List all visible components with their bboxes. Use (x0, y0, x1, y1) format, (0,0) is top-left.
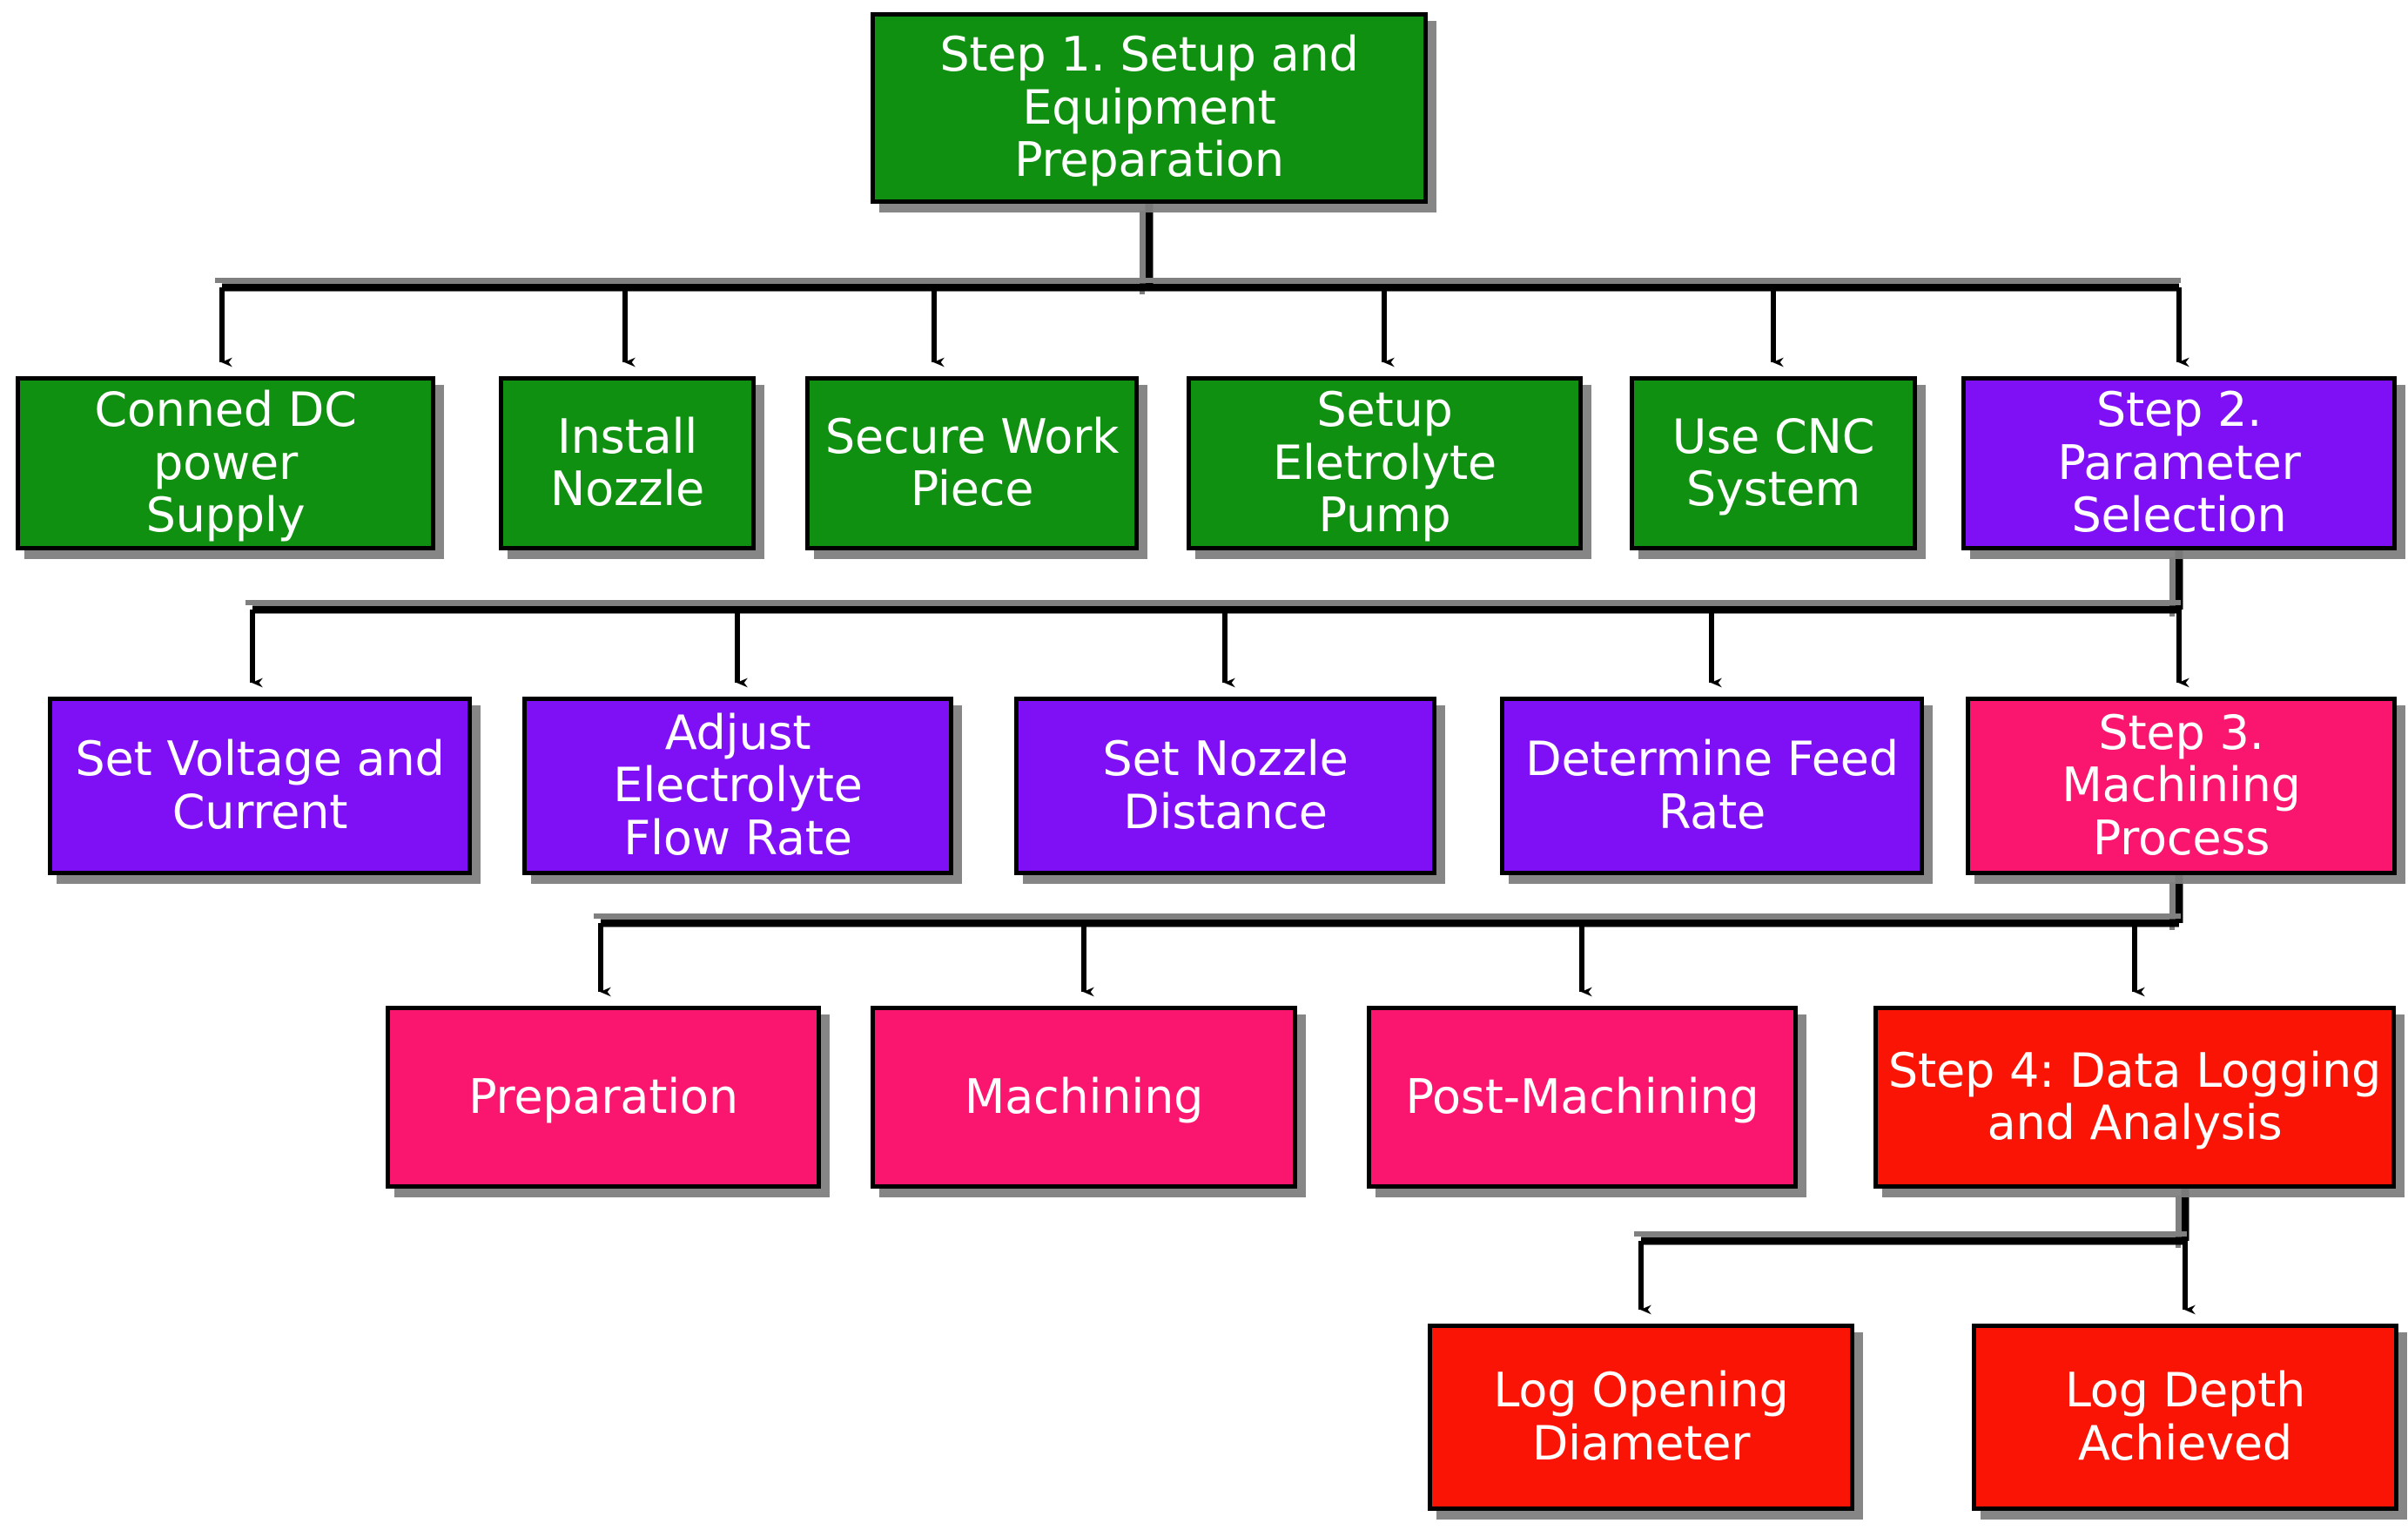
node-label-log-opening-diameter: Log Opening Diameter (1493, 1363, 1789, 1471)
node-label-step1: Step 1. Setup and Equipment Preparation (939, 27, 1359, 188)
node-set-voltage[interactable]: Set Voltage and Current (48, 697, 472, 875)
node-step1[interactable]: Step 1. Setup and Equipment Preparation (871, 12, 1428, 204)
node-label-connect-dc: Conned DC power Supply (94, 382, 357, 543)
node-install-nozzle[interactable]: Install Nozzle (499, 376, 756, 550)
node-label-adjust-flow: Adjust Electrolyte Flow Rate (613, 704, 863, 866)
node-label-machining: Machining (964, 1068, 1204, 1124)
node-step2[interactable]: Step 2. Parameter Selection (1961, 376, 2397, 550)
node-label-post-machining: Post-Machining (1405, 1068, 1759, 1124)
node-machining[interactable]: Machining (871, 1006, 1297, 1189)
node-secure-workpiece[interactable]: Secure Work Piece (805, 376, 1139, 550)
node-label-install-nozzle: Install Nozzle (549, 408, 705, 516)
node-post-machining[interactable]: Post-Machining (1367, 1006, 1798, 1189)
node-connect-dc[interactable]: Conned DC power Supply (16, 376, 435, 550)
node-step3[interactable]: Step 3. Machining Process (1966, 697, 2397, 875)
node-label-step4: Step 4: Data Logging and Analysis (1887, 1042, 2382, 1150)
node-label-step3: Step 3. Machining Process (2062, 704, 2301, 866)
edges-group (215, 204, 2196, 1315)
node-setup-pump[interactable]: Setup Eletrolyte Pump (1187, 376, 1583, 550)
node-label-preparation: Preparation (468, 1068, 738, 1124)
node-label-step2: Step 2. Parameter Selection (2057, 382, 2301, 543)
node-preparation[interactable]: Preparation (386, 1006, 821, 1189)
node-set-nozzle-distance[interactable]: Set Nozzle Distance (1014, 697, 1436, 875)
node-label-setup-pump: Setup Eletrolyte Pump (1273, 382, 1497, 543)
node-label-use-cnc: Use CNC System (1671, 408, 1875, 516)
node-step4[interactable]: Step 4: Data Logging and Analysis (1873, 1006, 2396, 1189)
node-adjust-flow[interactable]: Adjust Electrolyte Flow Rate (522, 697, 953, 875)
node-label-log-depth-achieved: Log Depth Achieved (2064, 1363, 2306, 1471)
node-log-opening-diameter[interactable]: Log Opening Diameter (1428, 1324, 1854, 1511)
node-determine-feed[interactable]: Determine Feed Rate (1500, 697, 1924, 875)
node-label-set-nozzle-distance: Set Nozzle Distance (1102, 731, 1349, 839)
node-label-set-voltage: Set Voltage and Current (75, 731, 445, 839)
node-log-depth-achieved[interactable]: Log Depth Achieved (1972, 1324, 2398, 1511)
node-label-determine-feed: Determine Feed Rate (1525, 731, 1899, 839)
node-label-secure-workpiece: Secure Work Piece (824, 408, 1120, 516)
node-use-cnc[interactable]: Use CNC System (1630, 376, 1917, 550)
